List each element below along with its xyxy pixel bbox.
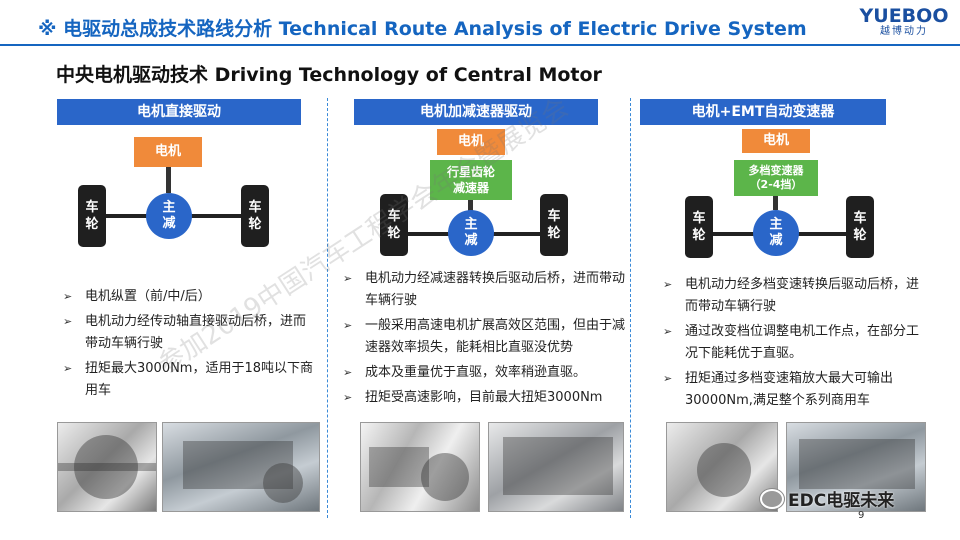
wechat-account-tag: EDC电驱未来	[760, 486, 894, 511]
wheel-char: 车	[248, 200, 262, 215]
wechat-icon	[760, 488, 784, 509]
planetary-reducer-box: 行星齿轮 减速器	[430, 160, 512, 200]
column-header-direct-drive: 电机直接驱动	[57, 99, 301, 125]
wheel-right: 车 轮	[241, 185, 269, 247]
wheel-char: 轮	[387, 226, 401, 241]
column-separator	[630, 98, 631, 518]
diff-char: 减	[769, 233, 783, 248]
wheel-char: 轮	[692, 228, 706, 243]
wheel-char: 车	[853, 211, 867, 226]
product-photo	[488, 422, 624, 512]
multi-speed-gearbox-box: 多档变速器 （2-4挡）	[734, 160, 818, 196]
product-photo	[360, 422, 480, 512]
wheel-char: 轮	[85, 217, 99, 232]
diff-char: 主	[464, 217, 478, 232]
wechat-account-name: EDC电驱未来	[788, 491, 895, 511]
bullet-item: 一般采用高速电机扩展高效区范围，但由于减速器效率损失，能耗相比直驱没优势	[340, 315, 626, 359]
bullet-item: 成本及重量优于直驱，效率稍逊直驱。	[340, 362, 626, 384]
company-logo: YUEBOO 越博动力	[858, 6, 950, 38]
bullet-item: 电机动力经传动轴直接驱动后桥，进而带动车辆行驶	[60, 311, 318, 355]
gear-label: 行星齿轮	[446, 165, 495, 179]
diff-char: 主	[162, 200, 176, 215]
logo-subtitle: 越博动力	[880, 26, 928, 37]
gear-label: 多档变速器	[748, 164, 804, 177]
bullet-item: 扭矩受高速影响，目前最大扭矩3000Nm	[340, 387, 626, 409]
wheel-right: 车 轮	[540, 194, 568, 256]
final-drive-circle: 主 减	[448, 210, 494, 256]
bullet-list-emt-drive: 电机动力经多档变速转换后驱动后桥，进而带动车辆行驶 通过改变档位调整电机工作点，…	[660, 274, 930, 415]
wheel-char: 轮	[853, 228, 867, 243]
diff-char: 减	[162, 216, 176, 231]
wheel-char: 车	[85, 200, 99, 215]
bullet-list-reducer-drive: 电机动力经减速器转换后驱动后桥，进而带动车辆行驶 一般采用高速电机扩展高效区范围…	[340, 268, 626, 412]
bullet-item: 电机纵置（前/中/后）	[60, 286, 318, 308]
wheel-char: 车	[547, 209, 561, 224]
wheel-char: 车	[387, 209, 401, 224]
product-photo	[786, 422, 926, 512]
page-header-title: ※ 电驱动总成技术路线分析 Technical Route Analysis o…	[38, 18, 807, 40]
section-title: 中央电机驱动技术 Driving Technology of Central M…	[56, 64, 602, 86]
logo-wordmark: YUEBOO	[859, 5, 949, 27]
bullet-list-direct-drive: 电机纵置（前/中/后） 电机动力经传动轴直接驱动后桥，进而带动车辆行驶 扭矩最大…	[60, 286, 318, 405]
page-number: 9	[858, 510, 865, 521]
bullet-item: 电机动力经减速器转换后驱动后桥，进而带动车辆行驶	[340, 268, 626, 312]
bullet-item: 电机动力经多档变速转换后驱动后桥，进而带动车辆行驶	[660, 274, 930, 318]
column-header-reducer-drive: 电机加减速器驱动	[354, 99, 598, 125]
product-photo	[666, 422, 778, 512]
wheel-char: 轮	[248, 217, 262, 232]
wheel-char: 轮	[547, 226, 561, 241]
bullet-item: 扭矩通过多档变速箱放大最大可输出30000Nm,满足整个系列商用车	[660, 368, 930, 412]
wheel-left: 车 轮	[380, 194, 408, 256]
final-drive-circle: 主 减	[146, 193, 192, 239]
shaft-line	[773, 196, 778, 210]
bullet-item: 通过改变档位调整电机工作点，在部分工况下能耗优于直驱。	[660, 321, 930, 365]
column-header-emt-drive: 电机+EMT自动变速器	[640, 99, 886, 125]
shaft-line	[468, 200, 473, 212]
motor-box: 电机	[742, 129, 810, 153]
shaft-line	[166, 167, 171, 193]
wheel-left: 车 轮	[78, 185, 106, 247]
diff-char: 减	[464, 233, 478, 248]
wheel-right: 车 轮	[846, 196, 874, 258]
product-photo	[57, 422, 157, 512]
motor-box: 电机	[134, 137, 202, 167]
wheel-char: 车	[692, 211, 706, 226]
header-divider	[0, 44, 960, 46]
diff-char: 主	[769, 217, 783, 232]
product-photo	[162, 422, 320, 512]
bullet-item: 扭矩最大3000Nm，适用于18吨以下商用车	[60, 358, 318, 402]
final-drive-circle: 主 减	[753, 210, 799, 256]
motor-box: 电机	[437, 129, 505, 155]
column-separator	[327, 98, 328, 518]
wheel-left: 车 轮	[685, 196, 713, 258]
gear-label: （2-4挡）	[749, 178, 803, 191]
gear-label: 减速器	[452, 181, 489, 195]
